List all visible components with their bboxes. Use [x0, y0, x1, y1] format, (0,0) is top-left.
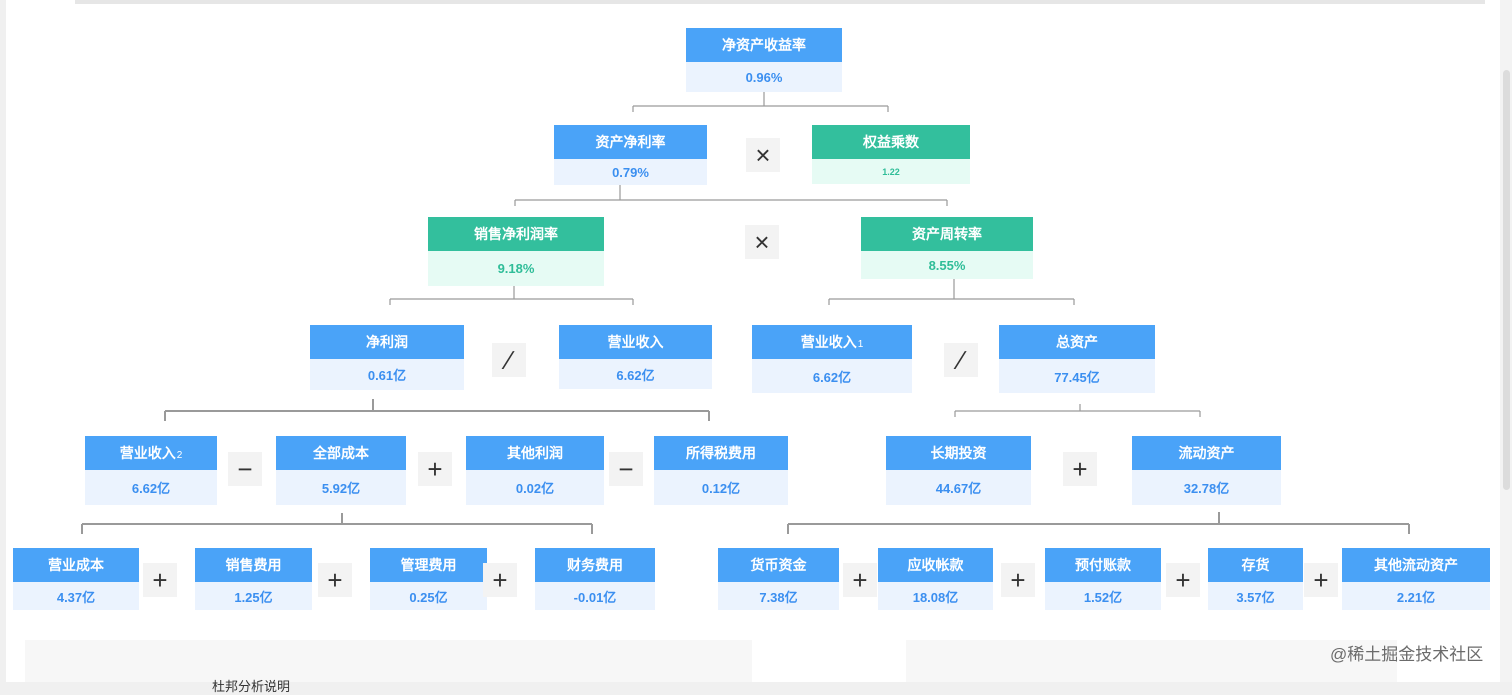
node-net-profit[interactable]: 净利润 0.61亿 — [310, 325, 464, 390]
node-other-profit[interactable]: 其他利润 0.02亿 — [466, 436, 604, 505]
node-net-profit-value: 0.61亿 — [310, 359, 464, 390]
node-total-cost-value: 5.92亿 — [276, 470, 406, 505]
plus-operator: + — [1304, 563, 1338, 597]
node-revenue-2-label: 营业收入 — [119, 445, 176, 461]
multiply-operator: × — [745, 225, 779, 259]
node-prepayments-value: 1.52亿 — [1045, 582, 1161, 610]
node-net-margin-value: 9.18% — [428, 251, 604, 286]
node-revenue-1-label: 营业收入 — [800, 334, 857, 350]
node-income-tax[interactable]: 所得税费用 0.12亿 — [654, 436, 788, 505]
node-other-current-assets-value: 2.21亿 — [1342, 582, 1490, 610]
node-total-assets-value: 77.45亿 — [999, 359, 1155, 393]
node-finance-expense[interactable]: 财务费用 -0.01亿 — [535, 548, 655, 610]
plus-operator: + — [1063, 452, 1097, 486]
watermark-text: @稀土掘金技术社区 — [1330, 645, 1484, 664]
divide-operator: ∕ — [944, 343, 978, 377]
node-admin-expense[interactable]: 管理费用 0.25亿 — [370, 548, 487, 610]
panel-heading: 杜邦分析说明 — [212, 679, 291, 694]
node-revenue-2-label-row: 营业收入2 — [85, 436, 217, 470]
multiply-operator: × — [746, 138, 780, 172]
node-roe-value: 0.96% — [686, 62, 842, 92]
node-current-assets-value: 32.78亿 — [1132, 470, 1281, 505]
top-edge-bar — [75, 0, 1485, 4]
node-income-tax-value: 0.12亿 — [654, 470, 788, 505]
node-finance-expense-value: -0.01亿 — [535, 582, 655, 610]
bottom-right-panel — [906, 640, 1397, 682]
node-total-assets[interactable]: 总资产 77.45亿 — [999, 325, 1155, 393]
node-net-margin-label: 销售净利润率 — [428, 217, 604, 251]
node-equity-multiplier-value: 1.22 — [812, 159, 970, 184]
node-current-assets[interactable]: 流动资产 32.78亿 — [1132, 436, 1281, 505]
node-long-term-investment-value: 44.67亿 — [886, 470, 1031, 505]
node-admin-expense-value: 0.25亿 — [370, 582, 487, 610]
node-revenue-value: 6.62亿 — [559, 359, 712, 389]
node-operating-cost-label: 营业成本 — [13, 548, 139, 582]
plus-operator: + — [843, 563, 877, 597]
node-long-term-investment-label: 长期投资 — [886, 436, 1031, 470]
node-total-cost-label: 全部成本 — [276, 436, 406, 470]
node-revenue-1-label-row: 营业收入1 — [752, 325, 912, 359]
node-revenue-1-value: 6.62亿 — [752, 359, 912, 393]
node-receivables-value: 18.08亿 — [878, 582, 993, 610]
node-roa-label: 资产净利率 — [554, 125, 707, 159]
node-total-assets-label: 总资产 — [999, 325, 1155, 359]
node-inventory-label: 存货 — [1208, 548, 1303, 582]
node-revenue[interactable]: 营业收入 6.62亿 — [559, 325, 712, 389]
node-income-tax-label: 所得税费用 — [654, 436, 788, 470]
node-inventory[interactable]: 存货 3.57亿 — [1208, 548, 1303, 610]
node-receivables[interactable]: 应收帐款 18.08亿 — [878, 548, 993, 610]
plus-operator: + — [318, 563, 352, 597]
node-revenue-label: 营业收入 — [559, 325, 712, 359]
plus-operator: + — [483, 563, 517, 597]
node-equity-multiplier-label: 权益乘数 — [812, 125, 970, 159]
node-other-profit-value: 0.02亿 — [466, 470, 604, 505]
node-total-cost[interactable]: 全部成本 5.92亿 — [276, 436, 406, 505]
plus-operator: + — [418, 452, 452, 486]
node-other-profit-label: 其他利润 — [466, 436, 604, 470]
node-other-current-assets-label: 其他流动资产 — [1342, 548, 1490, 582]
bottom-left-panel — [25, 640, 752, 682]
node-equity-multiplier[interactable]: 权益乘数 1.22 — [812, 125, 970, 184]
node-cash-value: 7.38亿 — [718, 582, 839, 610]
node-cash[interactable]: 货币资金 7.38亿 — [718, 548, 839, 610]
node-operating-cost[interactable]: 营业成本 4.37亿 — [13, 548, 139, 610]
node-long-term-investment[interactable]: 长期投资 44.67亿 — [886, 436, 1031, 505]
node-operating-cost-value: 4.37亿 — [13, 582, 139, 610]
node-asset-turnover[interactable]: 资产周转率 8.55% — [861, 217, 1033, 279]
node-revenue-1-sup: 1 — [857, 339, 864, 350]
node-finance-expense-label: 财务费用 — [535, 548, 655, 582]
node-asset-turnover-value: 8.55% — [861, 251, 1033, 279]
node-prepayments[interactable]: 预付账款 1.52亿 — [1045, 548, 1161, 610]
node-other-current-assets[interactable]: 其他流动资产 2.21亿 — [1342, 548, 1490, 610]
minus-operator: − — [228, 452, 262, 486]
divide-operator: ∕ — [492, 343, 526, 377]
node-selling-expense-label: 销售费用 — [195, 548, 312, 582]
node-roe[interactable]: 净资产收益率 0.96% — [686, 28, 842, 92]
node-receivables-label: 应收帐款 — [878, 548, 993, 582]
node-admin-expense-label: 管理费用 — [370, 548, 487, 582]
node-current-assets-label: 流动资产 — [1132, 436, 1281, 470]
node-selling-expense[interactable]: 销售费用 1.25亿 — [195, 548, 312, 610]
node-selling-expense-value: 1.25亿 — [195, 582, 312, 610]
node-roa[interactable]: 资产净利率 0.79% — [554, 125, 707, 185]
node-revenue-2-value: 6.62亿 — [85, 470, 217, 505]
plus-operator: + — [1166, 563, 1200, 597]
minus-operator: − — [609, 452, 643, 486]
node-net-profit-label: 净利润 — [310, 325, 464, 359]
plus-operator: + — [143, 563, 177, 597]
node-asset-turnover-label: 资产周转率 — [861, 217, 1033, 251]
scrollbar-thumb[interactable] — [1503, 70, 1510, 490]
node-inventory-value: 3.57亿 — [1208, 582, 1303, 610]
node-prepayments-label: 预付账款 — [1045, 548, 1161, 582]
node-revenue-2-sup: 2 — [176, 450, 183, 461]
node-cash-label: 货币资金 — [718, 548, 839, 582]
node-roa-value: 0.79% — [554, 159, 707, 185]
plus-operator: + — [1001, 563, 1035, 597]
node-roe-label: 净资产收益率 — [686, 28, 842, 62]
node-net-margin[interactable]: 销售净利润率 9.18% — [428, 217, 604, 286]
node-revenue-1[interactable]: 营业收入1 6.62亿 — [752, 325, 912, 393]
node-revenue-2[interactable]: 营业收入2 6.62亿 — [85, 436, 217, 505]
